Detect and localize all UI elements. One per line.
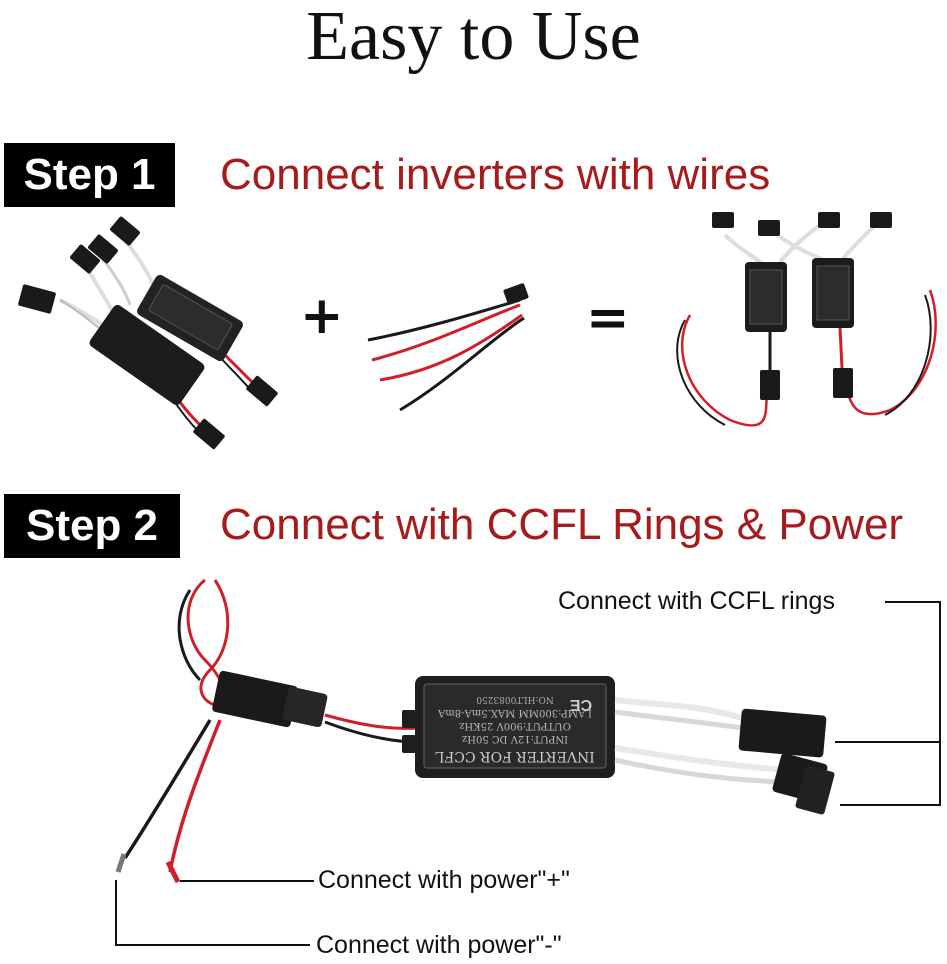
callout-lines [115, 601, 941, 946]
step-1-inverters-image [18, 216, 278, 450]
step-1-badge: Step 1 [4, 143, 175, 207]
step-2-badge: Step 2 [4, 494, 180, 558]
page-title: Easy to Use [306, 0, 641, 75]
step-1-wire-image [367, 283, 529, 412]
inverter-label-line3: OUTPUT:900V 25KHz [459, 720, 571, 731]
step-2-inverter-image: INVERTER FOR CCFL INPUT:12V DC 50Hz OUTP… [115, 578, 835, 884]
step-2-heading: Connect with CCFL Rings & Power [220, 500, 904, 549]
plus-symbol: + [300, 286, 344, 346]
inverter-label-line2: INPUT:12V DC 50Hz [462, 733, 568, 744]
inverter-label-line4: LAMP:300MM MAX.5mA-8mA [437, 707, 592, 718]
ccfl-rings-callout: Connect with CCFL rings [558, 587, 835, 615]
inverter-label-line5: NO:HLT0083250 [476, 694, 554, 704]
power-plus-callout: Connect with power"+" [318, 866, 570, 894]
ce-mark: CE [570, 696, 593, 713]
step-1-heading: Connect inverters with wires [220, 150, 771, 199]
step-1-result-image [676, 212, 937, 427]
power-minus-callout: Connect with power"-" [316, 931, 562, 959]
equals-symbol: = [586, 288, 630, 348]
inverter-label-line1: INVERTER FOR CCFL [435, 748, 595, 764]
